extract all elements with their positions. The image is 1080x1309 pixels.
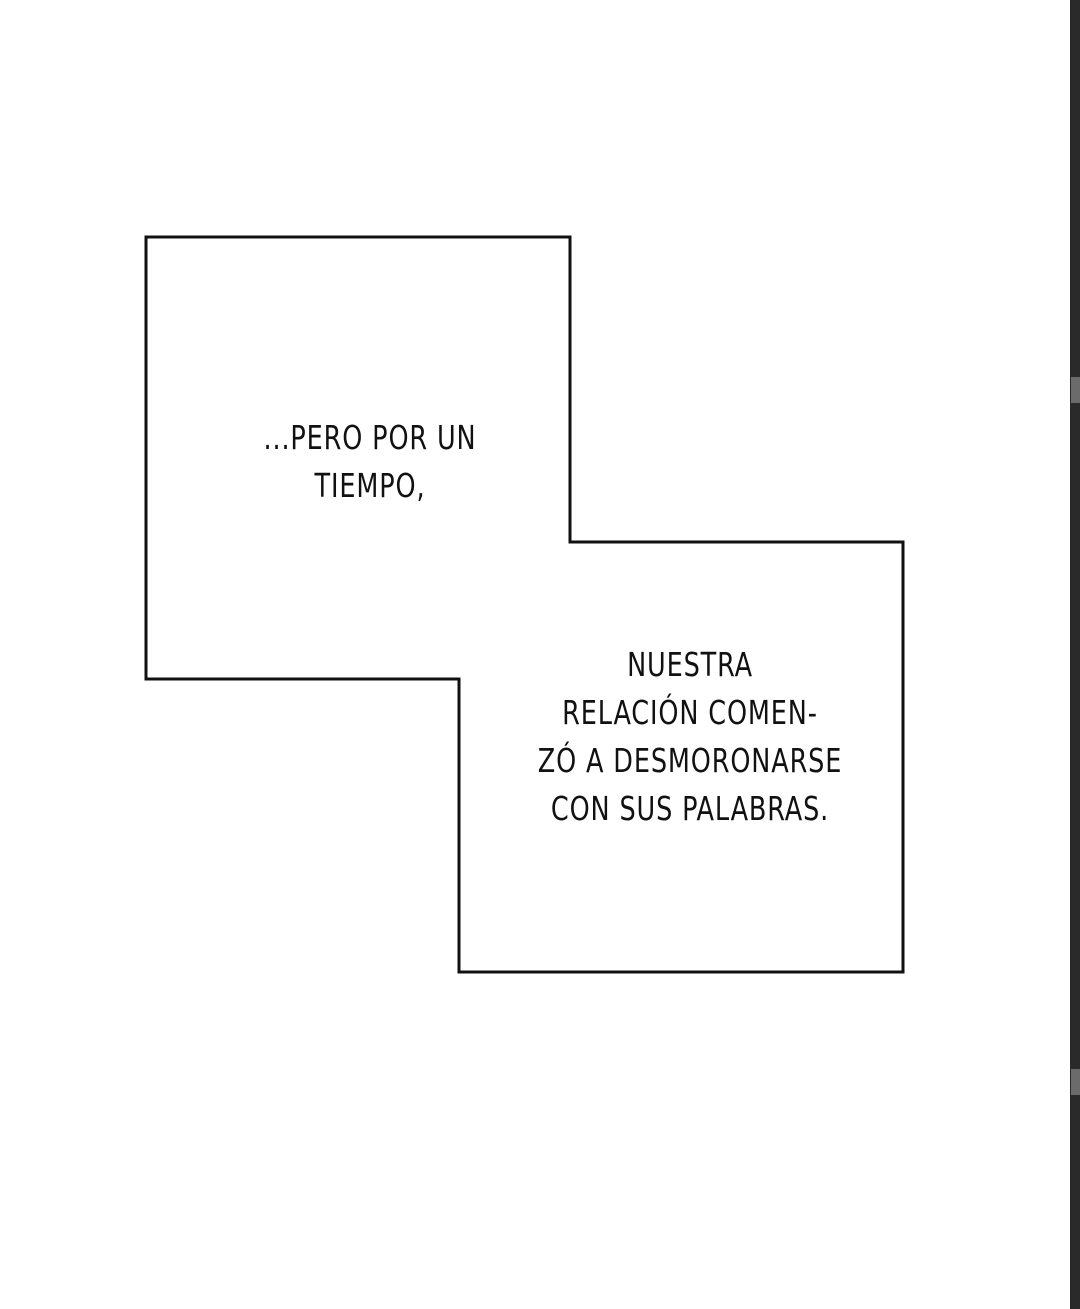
caption-bottom-line-4: CON SUS PALABRAS. [550,789,830,828]
caption-bottom-line-1: NUESTRA [627,645,753,684]
scrollbar-marker[interactable] [1071,377,1080,403]
panel-border [144,235,905,974]
scrollbar-marker[interactable] [1071,1069,1080,1095]
caption-bottom-line-3: ZÓ A DESMORONARSE [537,741,843,780]
narration-caption-bottom: NUESTRA RELACIÓN COMEN- ZÓ A DESMORONARS… [518,641,862,833]
caption-top-line-1: ...PERO POR UN [263,418,477,457]
narration-caption-top: ...PERO POR UN TIEMPO, [241,414,499,510]
caption-top-line-2: TIEMPO, [314,466,426,505]
scrollbar-track[interactable] [1070,0,1080,1309]
caption-bottom-line-2: RELACIÓN COMEN- [562,693,818,732]
